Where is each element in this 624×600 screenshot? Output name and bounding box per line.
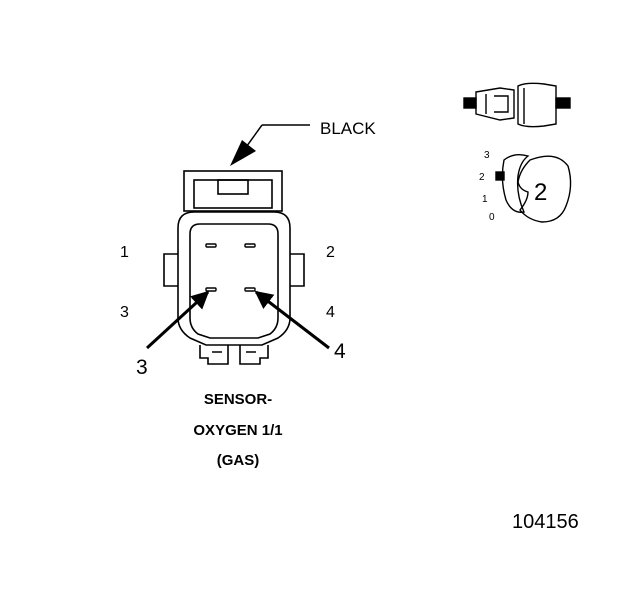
position-number: 2 [534, 179, 547, 206]
title-line-2: OXYGEN 1/1 [193, 422, 282, 439]
figure-id: 104156 [512, 511, 579, 533]
scale-label-0: 0 [489, 212, 495, 223]
pin-label-2: 2 [326, 244, 335, 261]
title-line-3: (GAS) [217, 452, 260, 469]
mated-connector-icon [463, 82, 571, 128]
scale-label-1: 1 [482, 194, 488, 205]
lock-position-icon [495, 153, 572, 223]
color-label: BLACK [320, 119, 376, 138]
terminal-slots [205, 243, 256, 292]
pin-label-3: 3 [120, 304, 129, 321]
title-line-1: SENSOR- [204, 391, 272, 408]
scale-label-3: 3 [484, 150, 490, 161]
callout-3: 3 [136, 356, 148, 379]
terminal-1 [205, 243, 217, 248]
connector-body [163, 170, 305, 365]
terminal-3 [205, 287, 217, 292]
callout-arrows [145, 290, 330, 350]
scale-label-2: 2 [479, 172, 485, 183]
color-label-leader [230, 124, 310, 166]
pin-label-1: 1 [120, 244, 129, 261]
pin-label-4: 4 [326, 304, 335, 321]
callout-4: 4 [334, 340, 346, 363]
terminal-2 [244, 243, 256, 248]
terminal-4 [244, 287, 256, 292]
